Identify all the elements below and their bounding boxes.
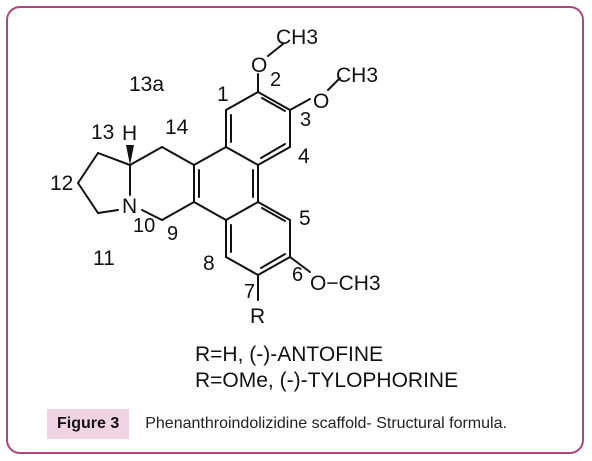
locant-10: 10 — [133, 215, 155, 237]
double-bond — [260, 143, 286, 159]
locant-6: 6 — [292, 264, 303, 286]
bond — [161, 146, 195, 166]
bond — [141, 209, 163, 221]
bond — [289, 98, 311, 111]
bond — [77, 152, 99, 184]
double-bond — [261, 97, 286, 112]
locant-4: 4 — [298, 145, 310, 168]
locant-7: 7 — [244, 281, 255, 303]
figure-frame — [6, 6, 584, 454]
bond — [129, 146, 163, 166]
bond — [257, 91, 291, 111]
locant-9: 9 — [167, 223, 178, 245]
locant-11: 11 — [93, 247, 115, 270]
label-h: H — [122, 122, 137, 145]
locant-3: 3 — [300, 109, 311, 131]
locant-13a: 13a — [129, 73, 164, 96]
bond — [225, 91, 259, 111]
caption-text: Phenanthroindolizidine scaffold- Structu… — [145, 415, 507, 432]
label-och3: O−CH3 — [310, 272, 381, 295]
bond — [97, 152, 131, 166]
label-r: R — [250, 305, 265, 328]
stereo-wedge — [126, 145, 134, 165]
bond — [257, 201, 291, 221]
locant-5: 5 — [299, 207, 311, 230]
locant-8: 8 — [203, 252, 215, 275]
double-bond — [260, 253, 286, 269]
bond — [193, 201, 227, 221]
label-ch3-top: CH3 — [276, 26, 318, 49]
locant-12: 12 — [50, 172, 73, 195]
bond — [97, 209, 119, 214]
bond — [257, 256, 291, 276]
note-tylophorine: R=OMe, (-)-TYLOPHORINE — [195, 369, 459, 392]
label-n: N — [122, 195, 137, 218]
bond — [225, 146, 259, 166]
figure-caption: Figure 3 Phenanthroindolizidine scaffold… — [47, 409, 507, 439]
bond — [77, 182, 99, 214]
bond — [161, 201, 195, 221]
bond — [267, 43, 284, 57]
label-o-top: O — [251, 54, 267, 77]
bond — [193, 146, 227, 166]
locant-1: 1 — [217, 83, 229, 106]
bond — [257, 146, 291, 166]
locant-13: 13 — [91, 121, 114, 144]
locant-2: 2 — [270, 69, 281, 91]
note-antofine: R=H, (-)-ANTOFINE — [195, 343, 384, 366]
label-ch3-right: CH3 — [336, 64, 378, 87]
label-o-right: O — [313, 90, 329, 113]
bond — [327, 77, 341, 91]
locant-14: 14 — [165, 116, 189, 139]
double-bond — [261, 207, 286, 222]
caption-label: Figure 3 — [47, 409, 130, 439]
bond — [225, 201, 259, 221]
bond — [225, 256, 259, 276]
bond — [289, 256, 311, 273]
